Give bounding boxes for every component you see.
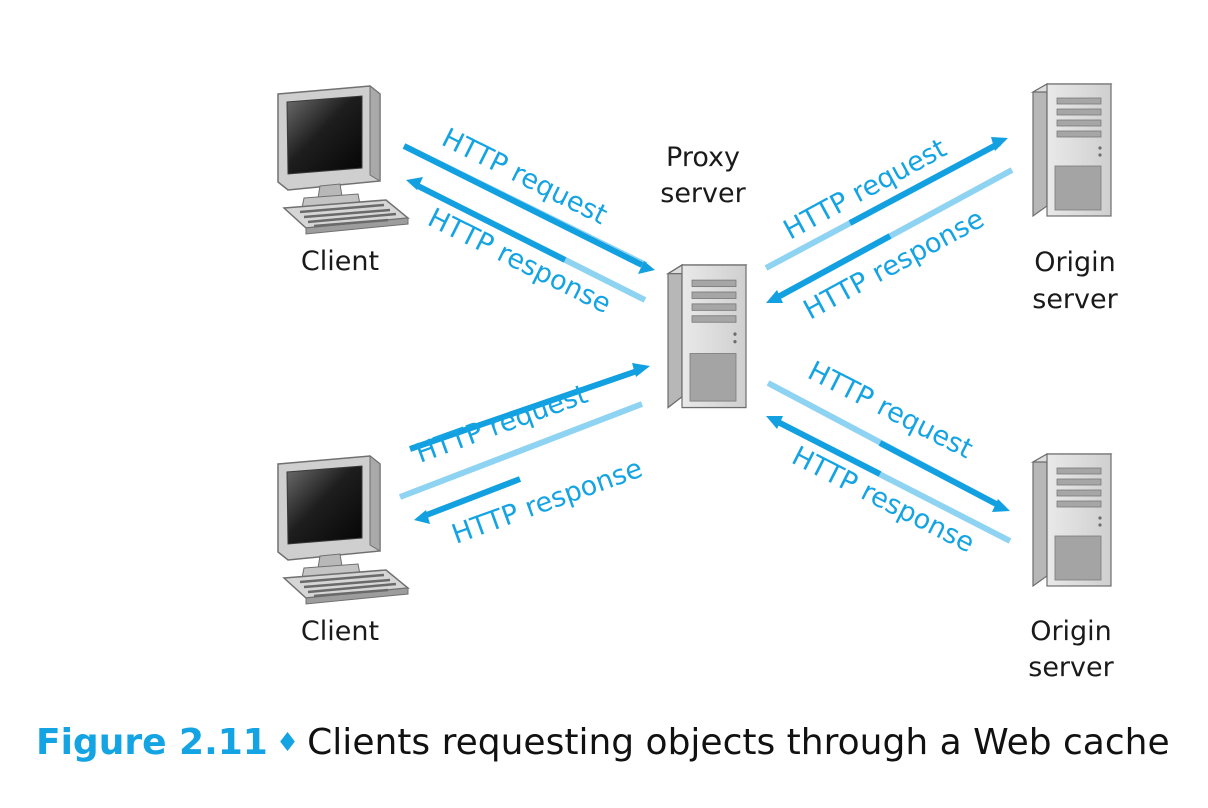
request-arrow-top-left — [402, 143, 644, 268]
origin-server-top-label-line2: server — [1032, 284, 1118, 315]
response-line-bottom-left — [398, 401, 644, 500]
response-arrowhead-top-left — [406, 177, 423, 190]
client-top-label: Client — [301, 246, 379, 277]
request-arrow-top-right — [848, 141, 1000, 226]
response-arrow-bottom-right — [776, 419, 882, 477]
response-arrow-bottom-left — [422, 476, 522, 519]
response-arrowhead-bottom-left — [414, 510, 430, 524]
proxy-server-label-line1: Proxy — [666, 142, 740, 173]
request-arrow-bottom-left — [409, 367, 641, 452]
request-arrowhead-top-left — [638, 261, 655, 274]
origin-server-bottom-label-line1: Origin — [1030, 616, 1112, 647]
proxy-server-icon — [667, 264, 747, 409]
request-arrowhead-bottom-right — [992, 499, 1010, 512]
request-arrowhead-bottom-left — [632, 363, 650, 377]
client-top-computer-icon — [276, 84, 410, 236]
response-arrow-top-left — [414, 182, 567, 263]
request-arrowhead-top-right — [991, 137, 1008, 151]
origin-server-bottom-label-line2: server — [1028, 652, 1114, 683]
figure-number: Figure 2.11 — [36, 722, 268, 763]
caption-text: Clients requesting objects through a Web… — [307, 722, 1170, 763]
client-bottom-label: Client — [301, 616, 379, 647]
request-arrow-bottom-right — [878, 440, 1002, 509]
arrow-group-bottom-left: HTTP request HTTP response — [398, 363, 650, 551]
origin-server-top-icon — [1032, 83, 1112, 217]
origin-server-bottom-icon — [1032, 453, 1112, 587]
response-arrowhead-bottom-right — [766, 416, 783, 429]
arrow-group-bottom-right: HTTP request HTTP response — [766, 356, 1012, 559]
web-cache-diagram: Proxy server Client Client Origin server… — [276, 83, 1119, 683]
proxy-server-label-line2: server — [660, 178, 746, 209]
figure-caption: Figure 2.11♦Clients requesting objects t… — [36, 722, 1170, 763]
client-bottom-computer-icon — [276, 454, 410, 606]
origin-server-top-label-line1: Origin — [1034, 247, 1116, 278]
caption-diamond-separator: ♦ — [275, 728, 300, 758]
response-arrow-top-right — [776, 233, 892, 300]
arrow-group-top-right: HTTP request HTTP response — [764, 133, 1014, 326]
arrow-group-top-left: HTTP request HTTP response — [402, 123, 655, 320]
response-arrowhead-top-right — [766, 290, 783, 303]
